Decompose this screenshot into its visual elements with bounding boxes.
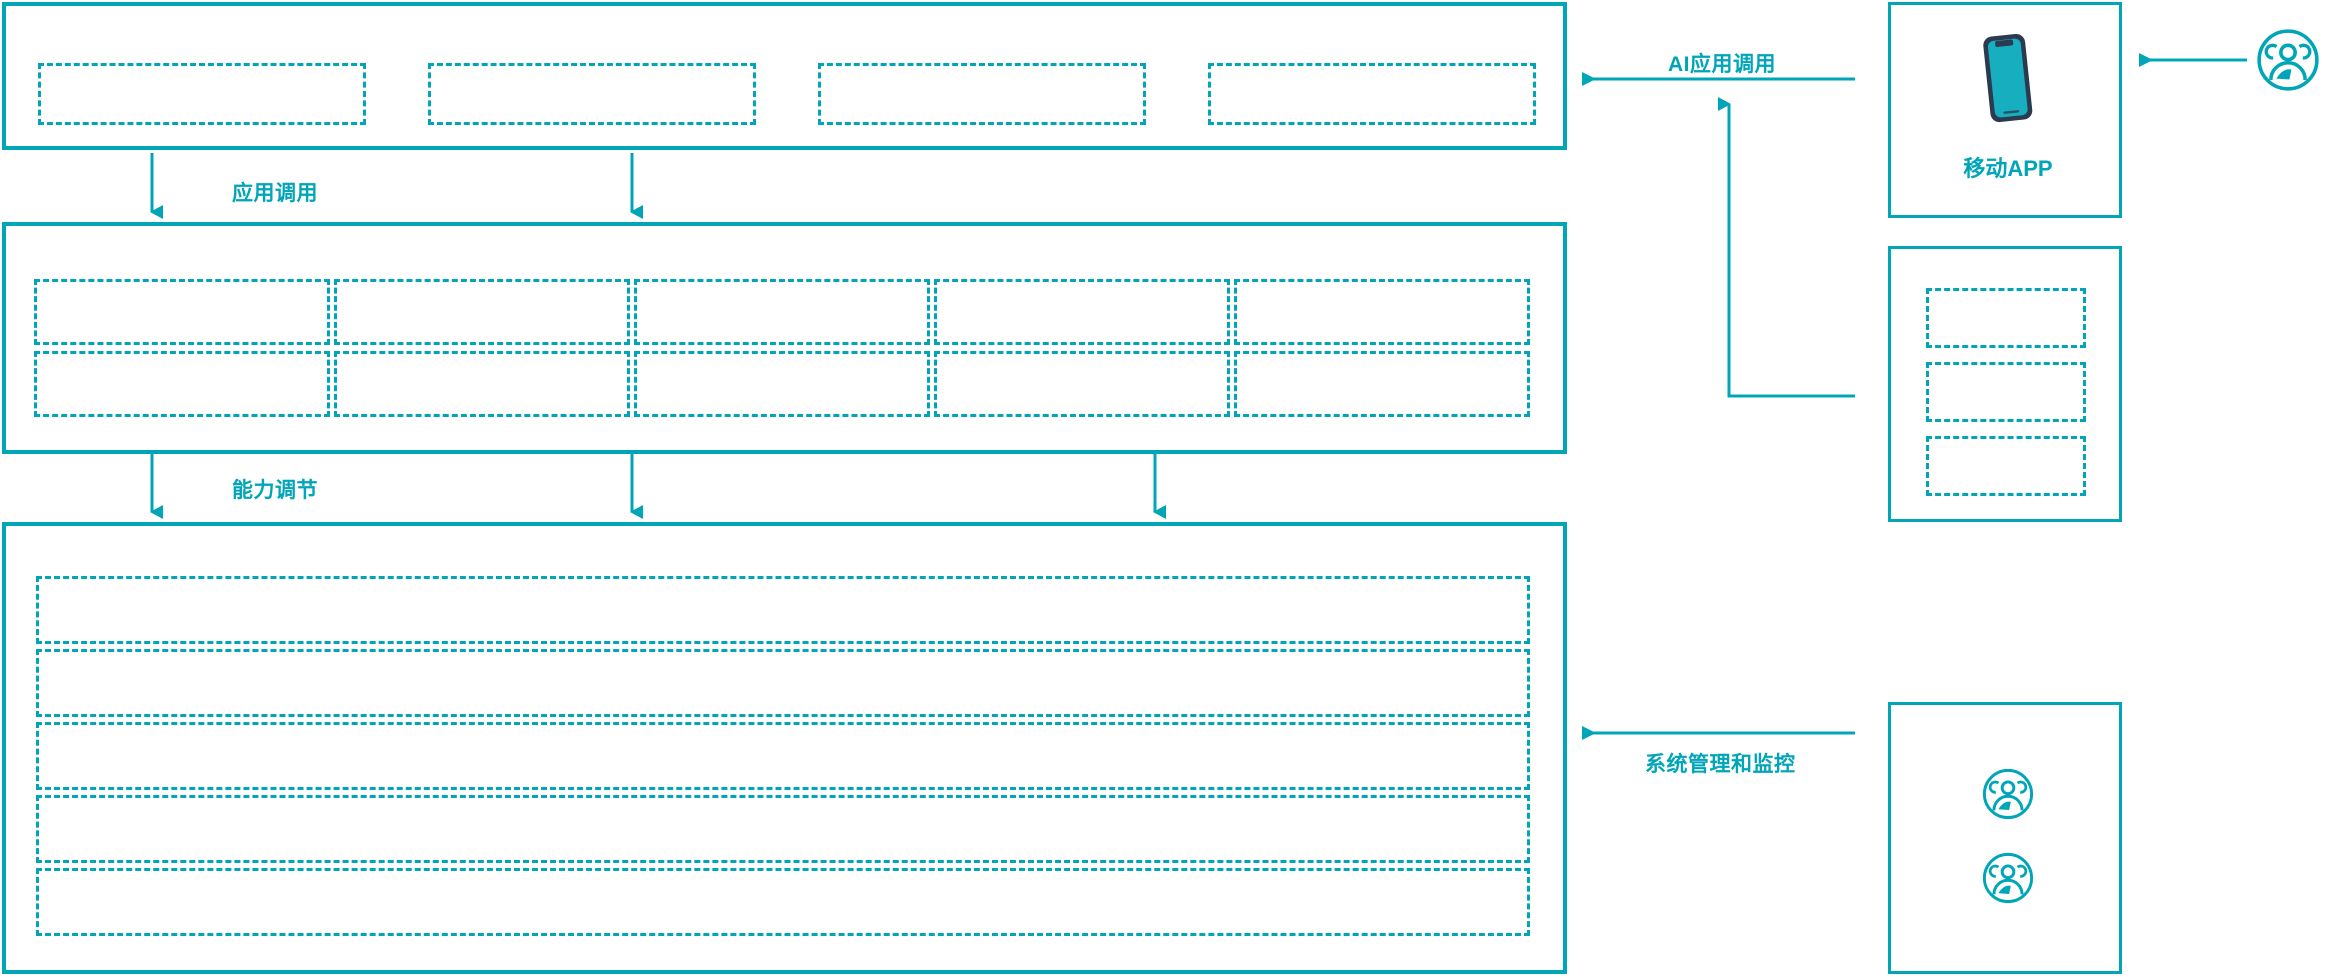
platform-layer-panel bbox=[2, 522, 1567, 974]
mobile-app-card[interactable]: 移动APP bbox=[1888, 2, 2122, 218]
capability-box-r1c4[interactable] bbox=[934, 279, 1230, 345]
platform-row-1[interactable] bbox=[36, 576, 1530, 644]
connector-label-ai-application-call: AI应用调用 bbox=[1668, 53, 1776, 76]
application-box-1[interactable] bbox=[38, 63, 366, 125]
capability-layer-panel bbox=[2, 222, 1567, 454]
connector-label-system-admin-monitor: 系统管理和监控 bbox=[1645, 753, 1796, 776]
service-box-3[interactable] bbox=[1926, 436, 2086, 496]
service-box-2[interactable] bbox=[1926, 362, 2086, 422]
admin-card[interactable] bbox=[1888, 702, 2122, 974]
mobile-phone-icon bbox=[1953, 25, 2063, 135]
capability-box-r1c2[interactable] bbox=[334, 279, 630, 345]
capability-box-r1c1[interactable] bbox=[34, 279, 330, 345]
platform-row-4[interactable] bbox=[36, 795, 1530, 863]
application-box-3[interactable] bbox=[818, 63, 1146, 125]
application-layer-panel bbox=[2, 2, 1567, 150]
connector-label-capability-adjust: 能力调节 bbox=[232, 479, 318, 502]
platform-row-5[interactable] bbox=[36, 868, 1530, 936]
capability-box-r2c2[interactable] bbox=[334, 351, 630, 417]
service-card[interactable] bbox=[1888, 246, 2122, 522]
platform-row-3[interactable] bbox=[36, 722, 1530, 790]
users-group-icon bbox=[1981, 767, 2035, 821]
capability-box-r1c5[interactable] bbox=[1234, 279, 1530, 345]
end-user-users-group-icon bbox=[2255, 27, 2321, 93]
users-group-icon bbox=[1981, 851, 2035, 905]
application-box-4[interactable] bbox=[1208, 63, 1536, 125]
application-box-2[interactable] bbox=[428, 63, 756, 125]
capability-box-r2c3[interactable] bbox=[634, 351, 930, 417]
mobile-app-card-title: 移动APP bbox=[1963, 156, 2053, 181]
capability-box-r2c1[interactable] bbox=[34, 351, 330, 417]
capability-box-r2c4[interactable] bbox=[934, 351, 1230, 417]
capability-box-r1c3[interactable] bbox=[634, 279, 930, 345]
capability-box-r2c5[interactable] bbox=[1234, 351, 1530, 417]
connector-label-application-call: 应用调用 bbox=[232, 182, 318, 205]
platform-row-2[interactable] bbox=[36, 649, 1530, 717]
service-box-1[interactable] bbox=[1926, 288, 2086, 348]
